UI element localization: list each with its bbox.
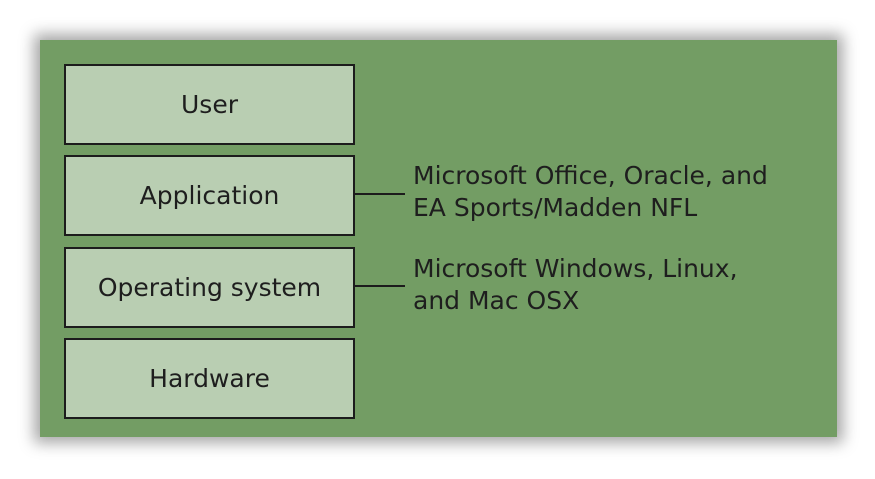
os-examples-line1: Microsoft Windows, Linux, <box>413 254 738 283</box>
application-examples: Microsoft Office, Oracle, and EA Sports/… <box>413 160 768 224</box>
layer-label: User <box>181 90 238 119</box>
os-examples: Microsoft Windows, Linux, and Mac OSX <box>413 253 738 317</box>
layer-operating-system: Operating system <box>64 247 355 328</box>
layer-user: User <box>64 64 355 145</box>
layer-label: Hardware <box>149 364 270 393</box>
os-connector <box>353 285 405 287</box>
os-examples-line2: and Mac OSX <box>413 286 580 315</box>
layer-label: Operating system <box>97 273 322 302</box>
application-examples-line1: Microsoft Office, Oracle, and <box>413 161 768 190</box>
layer-application: Application <box>64 155 355 236</box>
layer-hardware: Hardware <box>64 338 355 419</box>
application-examples-line2: EA Sports/Madden NFL <box>413 193 698 222</box>
layer-label: Application <box>139 181 280 210</box>
application-connector <box>353 193 405 195</box>
